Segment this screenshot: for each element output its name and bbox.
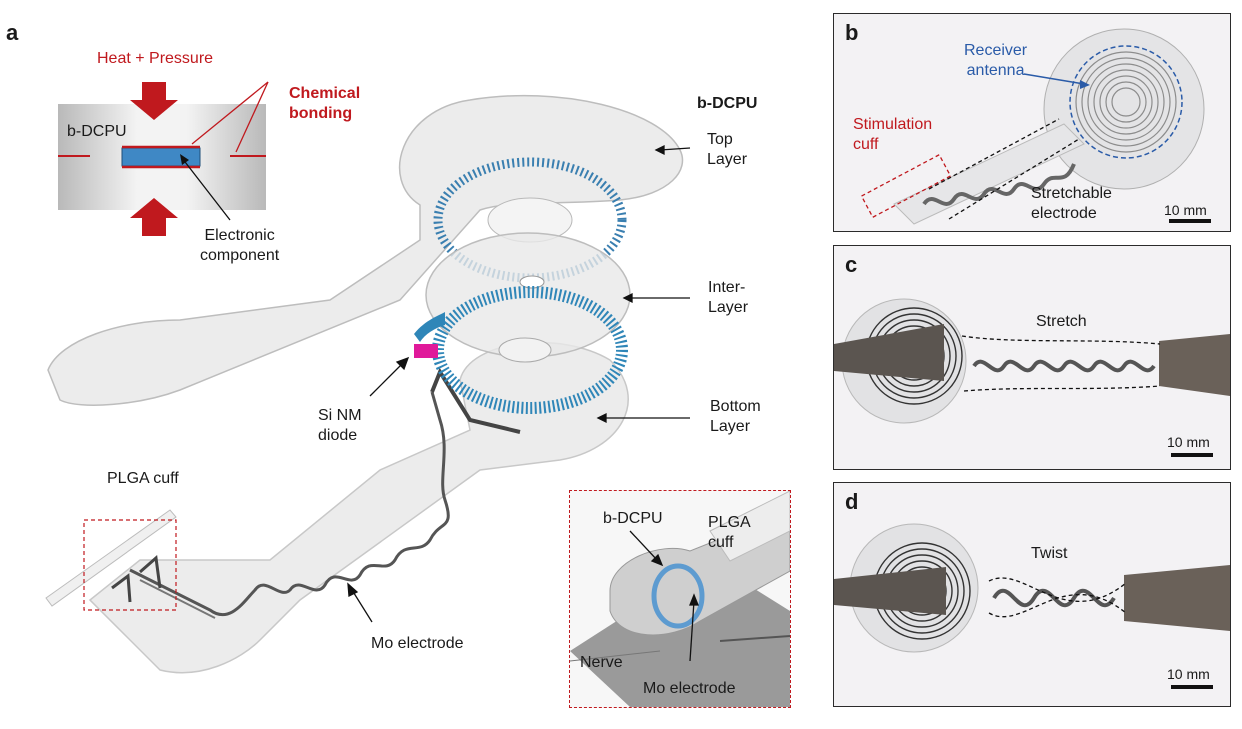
chemical-bonding-label: Chemical bonding xyxy=(289,85,361,122)
stretch-label: Stretch xyxy=(1036,313,1087,330)
scale-b-label: 10 mm xyxy=(1164,202,1207,218)
top-layer xyxy=(47,94,684,406)
photo-panel-d: d Twist 10 mm xyxy=(833,482,1231,707)
photo-panel-c: c Stretch 10 mm xyxy=(833,245,1231,470)
bonding-inset-drawing xyxy=(58,81,269,236)
bottom-layer-label: Bottom Layer xyxy=(710,398,761,435)
up-arrow-icon xyxy=(130,198,178,236)
top-coil xyxy=(433,157,627,283)
inter-layer-label: Inter- Layer xyxy=(708,279,749,316)
inset-material-label-2: b-DCPU xyxy=(603,510,663,527)
receiver-antenna-outline xyxy=(1069,45,1183,159)
stretchable-electrode-label: Stretchable electrode xyxy=(1031,185,1112,222)
panel-c-letter: c xyxy=(845,252,858,277)
bottom-coil xyxy=(432,286,628,414)
si-nm-diode xyxy=(414,344,438,358)
receiver-antenna-label: Receiver antenna xyxy=(964,42,1028,79)
scale-bar-d xyxy=(1171,685,1213,689)
stimulation-cuff-label: Stimulation cuff xyxy=(853,116,933,153)
cuff-highlight-box xyxy=(83,519,177,611)
nerve-inset: b-DCPU PLGA cuff Nerve Mo electrode xyxy=(569,490,791,708)
device-illustration xyxy=(45,94,691,674)
scale-bar-b xyxy=(1169,219,1211,223)
inset-plga-cuff-label: PLGA cuff xyxy=(708,514,751,551)
mo-electrode-serpentine xyxy=(129,391,450,617)
inset-mo-electrode-label: Mo electrode xyxy=(643,680,736,697)
electronic-component xyxy=(121,147,201,167)
nerve-label: Nerve xyxy=(580,654,623,671)
heat-pressure-label: Heat + Pressure xyxy=(97,50,214,67)
plga-cuff-label: PLGA cuff xyxy=(107,470,179,487)
down-arrow-icon xyxy=(130,82,178,120)
panel-b-letter: b xyxy=(845,20,859,45)
si-nm-diode-label: Si NM diode xyxy=(318,407,362,444)
inset-material-label: b-DCPU xyxy=(67,123,127,140)
panel-a-letter: a xyxy=(6,20,19,45)
scale-d-label: 10 mm xyxy=(1167,666,1210,682)
electronic-component-label: Electronic component xyxy=(200,227,280,264)
twist-label: Twist xyxy=(1031,545,1068,562)
photo-panel-b: b Receiver antenna Stimulation cuff Stre… xyxy=(833,13,1231,232)
mo-electrode-label: Mo electrode xyxy=(371,635,464,652)
panel-d-letter: d xyxy=(845,489,859,514)
top-layer-label: Top Layer xyxy=(707,131,748,168)
layers-title: b-DCPU xyxy=(697,95,758,112)
scale-bar-c xyxy=(1171,453,1213,457)
stimulation-cuff-box xyxy=(860,153,952,219)
plga-cuff-rod xyxy=(45,509,177,607)
scale-c-label: 10 mm xyxy=(1167,434,1210,450)
